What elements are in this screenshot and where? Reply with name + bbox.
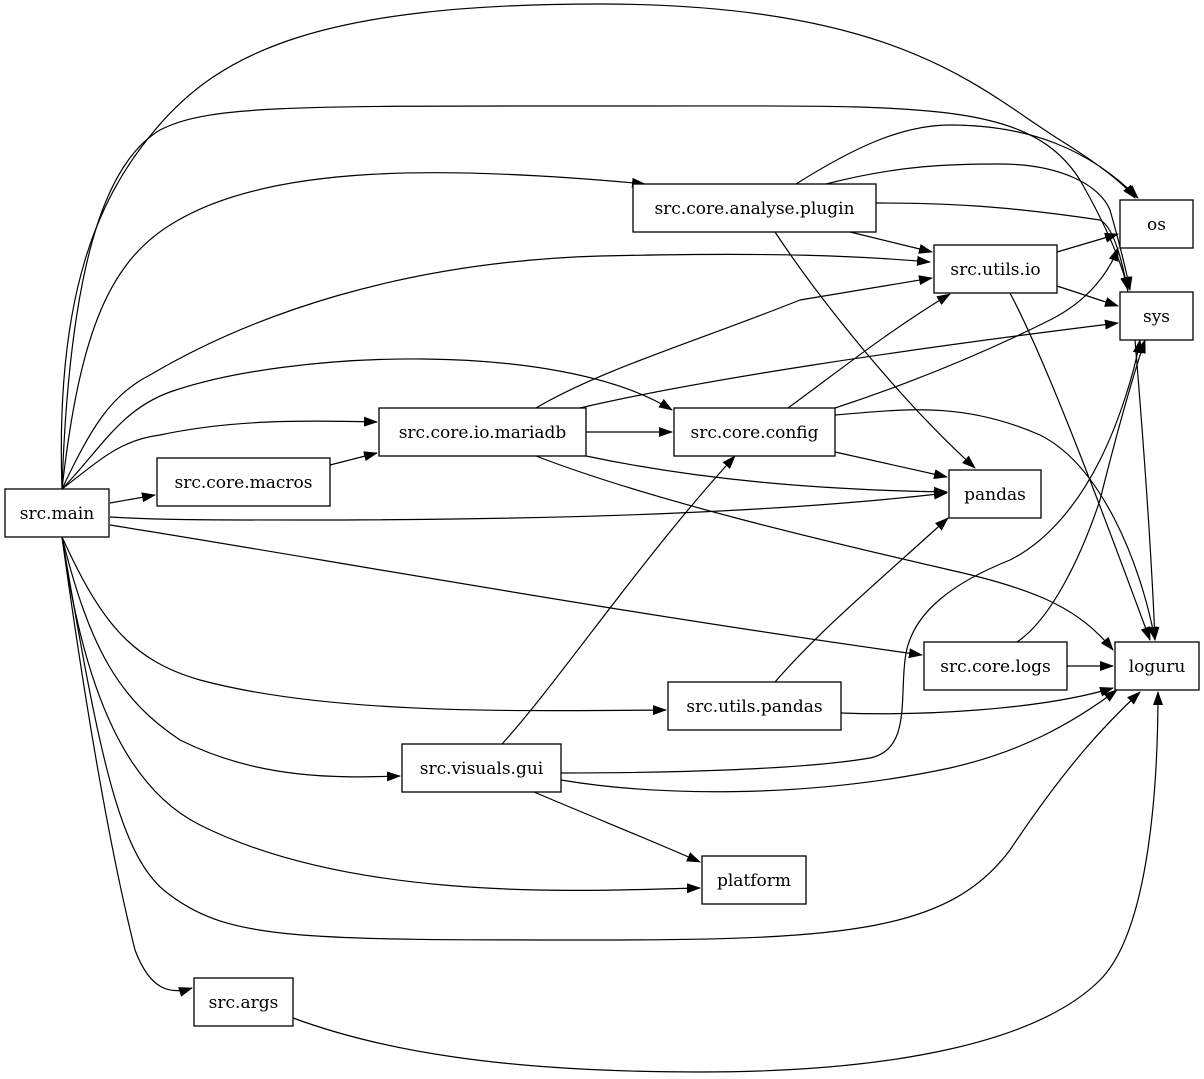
node-src-core-logs: src.core.logs: [923, 641, 1068, 691]
node-os: os: [1119, 199, 1194, 249]
edge-src-main-to-sys: [61, 105, 1130, 490]
node-label: loguru: [1129, 657, 1186, 677]
edge-src-core-macros-to-src-core-io-mariadb: [329, 451, 378, 466]
edge-src-core-analyse-plugin-to-pandas: [774, 231, 976, 469]
edge-src-main-to-src-visuals-gui: [61, 536, 401, 782]
edge-src-core-config-to-os: [834, 247, 1119, 409]
edge-src-visuals-gui-to-loguru: [560, 689, 1118, 793]
edge-src-main-to-os: [60, 3, 1136, 490]
node-box: [1114, 641, 1200, 691]
edge-src-core-config-to-pandas: [834, 451, 948, 480]
node-label: os: [1147, 215, 1166, 235]
node-src-core-analyse-plugin: src.core.analyse.plugin: [632, 183, 877, 233]
node-platform: platform: [701, 855, 807, 905]
node-label: src.core.analyse.plugin: [654, 199, 854, 219]
edge-src-visuals-gui-to-src-core-config: [501, 455, 736, 745]
node-box: [933, 244, 1058, 294]
node-src-core-macros: src.core.macros: [156, 457, 331, 507]
node-label: src.utils.io: [950, 260, 1040, 280]
edge-src-core-analyse-plugin-to-src-utils-io: [849, 231, 933, 254]
edge-src-core-config-to-src-utils-io: [787, 293, 951, 409]
node-label: src.utils.pandas: [686, 697, 822, 717]
edge-src-core-io-mariadb-to-src-utils-io: [535, 275, 933, 409]
edge-src-main-to-src-core-logs: [109, 524, 923, 659]
node-pandas: pandas: [948, 469, 1042, 519]
node-label: pandas: [964, 485, 1026, 505]
edge-src-core-io-mariadb-to-pandas: [585, 455, 948, 497]
edge-src-main-to-src-args: [61, 536, 193, 997]
edge-src-core-config-to-loguru: [834, 409, 1158, 641]
node-label: src.core.io.mariadb: [399, 423, 567, 443]
node-src-args: src.args: [193, 977, 294, 1027]
edge-src-core-logs-to-sys: [1016, 339, 1146, 643]
edge-src-core-analyse-plugin-to-loguru: [875, 202, 1160, 641]
node-label: src.args: [209, 993, 279, 1013]
edge-src-main-to-pandas: [109, 489, 948, 521]
node-loguru: loguru: [1114, 641, 1200, 691]
node-label: src.visuals.gui: [420, 759, 544, 779]
edge-src-main-to-src-core-config: [61, 358, 673, 490]
edge-src-args-to-loguru: [292, 691, 1163, 1073]
node-box: [378, 407, 587, 457]
node-box: [948, 469, 1042, 519]
node-sys: sys: [1119, 291, 1194, 341]
edge-src-utils-io-to-sys: [1056, 285, 1119, 307]
node-box: [673, 407, 836, 457]
edge-src-main-to-loguru: [61, 536, 1141, 941]
node-src-core-io-mariadb: src.core.io.mariadb: [378, 407, 587, 457]
edge-src-main-to-src-utils-pandas: [61, 536, 667, 716]
node-box: [667, 681, 842, 731]
node-box: [923, 641, 1068, 691]
edge-src-main-to-platform: [61, 536, 701, 894]
node-src-utils-io: src.utils.io: [933, 244, 1058, 294]
edge-src-main-to-src-core-io-mariadb: [61, 416, 378, 490]
node-label: src.core.logs: [940, 657, 1050, 677]
node-label: src.core.macros: [175, 473, 313, 493]
node-label: src.main: [20, 504, 94, 524]
node-box: [401, 743, 562, 793]
node-src-core-config: src.core.config: [673, 407, 836, 457]
edge-src-utils-io-to-loguru: [1009, 292, 1151, 641]
edge-src-utils-pandas-to-loguru: [840, 686, 1114, 715]
node-box: [1119, 291, 1194, 341]
edge-src-utils-pandas-to-pandas: [774, 517, 949, 683]
node-box: [1119, 199, 1194, 249]
node-label: src.core.config: [690, 423, 818, 443]
edge-src-visuals-gui-to-sys: [560, 339, 1143, 774]
edge-src-core-io-mariadb-to-sys: [579, 319, 1119, 409]
node-box: [193, 977, 294, 1027]
edge-src-main-to-src-core-analyse-plugin: [61, 172, 646, 490]
edge-src-main-to-src-core-macros: [109, 492, 156, 504]
node-src-utils-pandas: src.utils.pandas: [667, 681, 842, 731]
node-label: platform: [717, 871, 791, 891]
edge-src-core-analyse-plugin-to-os: [795, 124, 1139, 199]
edge-src-visuals-gui-to-platform: [533, 791, 701, 863]
node-box: [4, 488, 110, 538]
node-src-main: src.main: [4, 488, 110, 538]
edge-src-utils-io-to-os: [1056, 232, 1119, 253]
edge-src-main-to-src-utils-io: [61, 253, 931, 490]
node-box: [156, 457, 331, 507]
node-src-visuals-gui: src.visuals.gui: [401, 743, 562, 793]
node-box: [632, 183, 877, 233]
node-box: [701, 855, 807, 905]
node-label: sys: [1143, 307, 1170, 327]
